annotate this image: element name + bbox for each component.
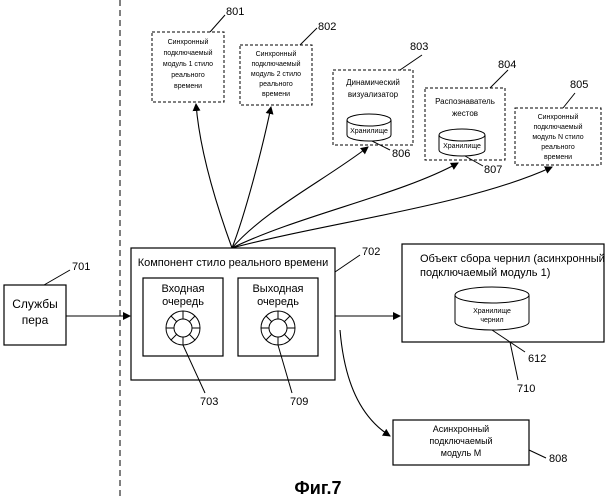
gesture-recognizer-label-2: жестов bbox=[452, 109, 478, 118]
ref-leader-803 bbox=[400, 55, 422, 70]
ref-701: 701 bbox=[72, 261, 90, 273]
sync-plugin-n-label-2: подключаемый bbox=[533, 123, 582, 131]
sync-plugin-n-label-5: времени bbox=[544, 154, 572, 161]
sync-plugin-1-label-2: подключаемый bbox=[163, 49, 212, 57]
gesture-recognizer-label-1: Распознаватель bbox=[435, 97, 495, 106]
ref-806: 806 bbox=[392, 148, 410, 160]
sync-plugin-2-label-1: Синхронный bbox=[256, 50, 297, 58]
ref-803: 803 bbox=[410, 41, 428, 53]
pen-services-label-1: Службы bbox=[12, 297, 57, 311]
async-plugin-m-label-3: модуль M bbox=[441, 448, 482, 458]
ref-801: 801 bbox=[226, 6, 244, 18]
sync-plugin-1-node: Синхронный подключаемый модуль 1 стило р… bbox=[152, 32, 224, 102]
gesture-recognizer-storage-label: Хранилище bbox=[443, 143, 481, 150]
pen-services-label-2: пера bbox=[22, 313, 49, 327]
sync-plugin-2-label-4: реального bbox=[259, 81, 293, 88]
dyn-renderer-label-1: Динамический bbox=[346, 78, 400, 87]
ref-leader-805 bbox=[563, 93, 575, 108]
ref-802: 802 bbox=[318, 21, 336, 33]
output-queue-ring-icon bbox=[261, 311, 295, 345]
ref-leader-804 bbox=[490, 70, 508, 88]
gesture-recognizer-node: Распознаватель жестов Хранилище bbox=[425, 88, 505, 160]
ref-leader-808 bbox=[529, 450, 546, 458]
edge-component-to-gesture-recognizer bbox=[232, 163, 458, 248]
edge-component-to-sync-plugin-n bbox=[232, 167, 552, 248]
ref-leader-701 bbox=[44, 270, 70, 285]
ref-612: 612 bbox=[528, 353, 546, 365]
ref-leader-710 bbox=[510, 342, 518, 380]
sync-plugin-1-label-1: Синхронный bbox=[168, 38, 209, 46]
ref-807: 807 bbox=[484, 164, 502, 176]
rts-component-label: Компонент стило реального времени bbox=[138, 257, 329, 269]
output-queue-label-2: очередь bbox=[257, 296, 299, 308]
sync-plugin-2-label-5: времени bbox=[262, 91, 290, 98]
ref-805: 805 bbox=[570, 79, 588, 91]
pen-services-node: Службы пера bbox=[4, 285, 66, 345]
output-queue-label-1: Выходная bbox=[252, 283, 303, 295]
ref-703: 703 bbox=[200, 396, 218, 408]
ref-leader-802 bbox=[300, 28, 317, 45]
sync-plugin-n-label-3: модуль N стило bbox=[532, 134, 583, 141]
sync-plugin-1-label-4: реального bbox=[171, 72, 205, 79]
edge-component-to-sync-plugin-1 bbox=[196, 104, 232, 248]
edge-component-to-sync-plugin-2 bbox=[232, 107, 271, 248]
sync-plugin-2-label-2: подключаемый bbox=[251, 60, 300, 68]
ink-collector-label-2: подключаемый модуль 1) bbox=[420, 267, 550, 279]
sync-plugin-n-node: Синхронный подключаемый модуль N стило р… bbox=[515, 108, 601, 165]
dyn-renderer-storage-label: Хранилище bbox=[350, 128, 388, 135]
dyn-renderer-label-2: визуализатор bbox=[348, 90, 399, 99]
figure-caption: Фиг.7 bbox=[294, 478, 341, 498]
dyn-renderer-node: Динамический визуализатор Хранилище bbox=[333, 70, 413, 145]
async-plugin-m-node: Асинхронный подключаемый модуль M bbox=[393, 420, 529, 465]
input-queue-label-2: очередь bbox=[162, 296, 204, 308]
input-queue-node: Входная очередь bbox=[143, 278, 223, 356]
ref-leader-702 bbox=[335, 255, 360, 272]
sync-plugin-n-label-1: Синхронный bbox=[538, 113, 579, 121]
ref-leader-801 bbox=[210, 15, 225, 32]
async-plugin-m-label-1: Асинхронный bbox=[433, 424, 489, 434]
ref-808: 808 bbox=[549, 453, 567, 465]
sync-plugin-n-label-4: реального bbox=[541, 144, 575, 151]
ink-collector-node: Объект сбора чернил (асинхронный подключ… bbox=[402, 244, 605, 342]
edge-component-to-dyn-renderer bbox=[232, 147, 368, 248]
ref-709: 709 bbox=[290, 396, 308, 408]
async-plugin-m-label-2: подключаемый bbox=[429, 436, 492, 446]
ref-710: 710 bbox=[517, 383, 535, 395]
sync-plugin-1-label-5: времени bbox=[174, 83, 202, 90]
input-queue-ring-icon bbox=[166, 311, 200, 345]
sync-plugin-1-label-3: модуль 1 стило bbox=[163, 61, 213, 68]
sync-plugin-2-node: Синхронный подключаемый модуль 2 стило р… bbox=[240, 45, 312, 105]
ink-collector-label-1: Объект сбора чернил (асинхронный bbox=[420, 253, 605, 265]
ink-storage-label-2: чернил bbox=[480, 317, 503, 324]
input-queue-label-1: Входная bbox=[161, 283, 204, 295]
ref-702: 702 bbox=[362, 246, 380, 258]
ink-storage-label-1: Хранилище bbox=[473, 308, 511, 315]
output-queue-node: Выходная очередь bbox=[238, 278, 318, 356]
edge-component-to-async-plugin-m bbox=[340, 330, 390, 436]
sync-plugin-2-label-3: модуль 2 стило bbox=[251, 71, 301, 78]
ref-804: 804 bbox=[498, 59, 516, 71]
